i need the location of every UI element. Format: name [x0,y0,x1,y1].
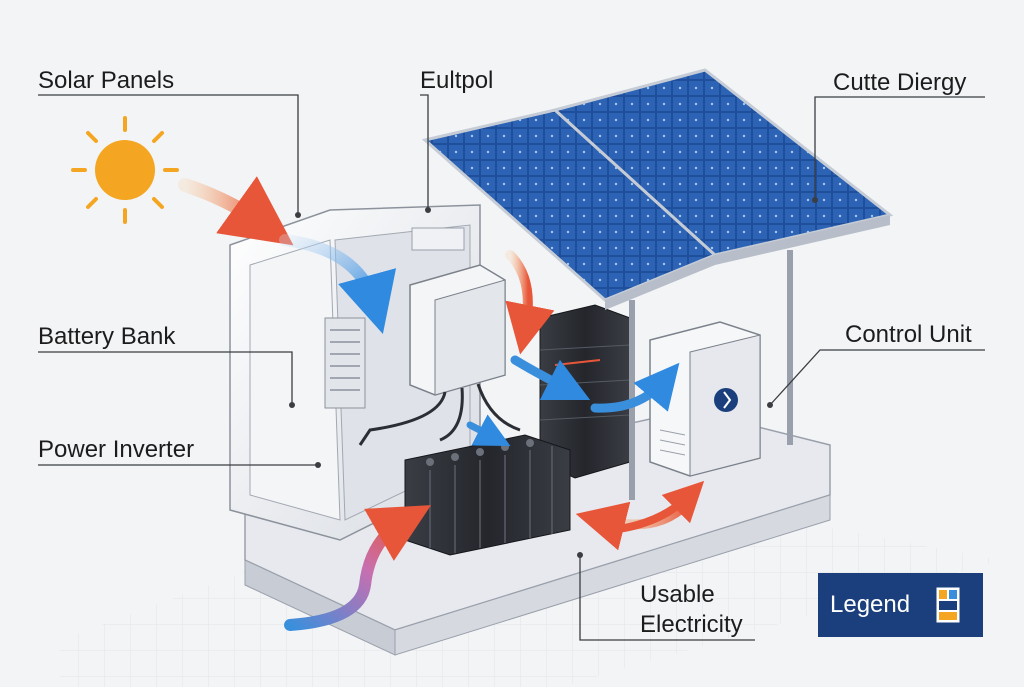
flow-arrow-icon [590,362,680,413]
flow-arrow-icon [510,355,591,401]
label-electricity: Electricity [640,611,743,638]
label-power-inverter: Power Inverter [38,436,195,463]
leader-dots [289,197,818,558]
label-battery-bank: Battery Bank [38,323,176,350]
label-cutte-diergy: Cutte Diergy [833,69,967,96]
label-eultpol: Eultpol [420,67,494,94]
legend-label: Legend [830,591,911,618]
flow-arrow-icon [505,250,555,355]
flow-arrow-icon [279,234,397,334]
leader-lines [38,94,985,641]
flow-arrow-icon [606,480,705,534]
flow-arrow-icon [284,505,432,631]
flow-arrow-icon [178,176,294,246]
control-unit-box [649,321,761,477]
power-inverter-unit [358,264,521,446]
legend-icon [936,587,960,623]
label-usable: Usable [640,581,715,608]
label-control-unit: Control Unit [845,321,972,348]
solar-panel-array [421,68,894,310]
label-solar-panels: Solar Panels [38,67,175,94]
flow-arrow-icon [466,414,511,447]
legend-box[interactable]: Legend [818,573,983,637]
sun-icon [71,116,179,224]
flow-arrows [178,176,705,631]
